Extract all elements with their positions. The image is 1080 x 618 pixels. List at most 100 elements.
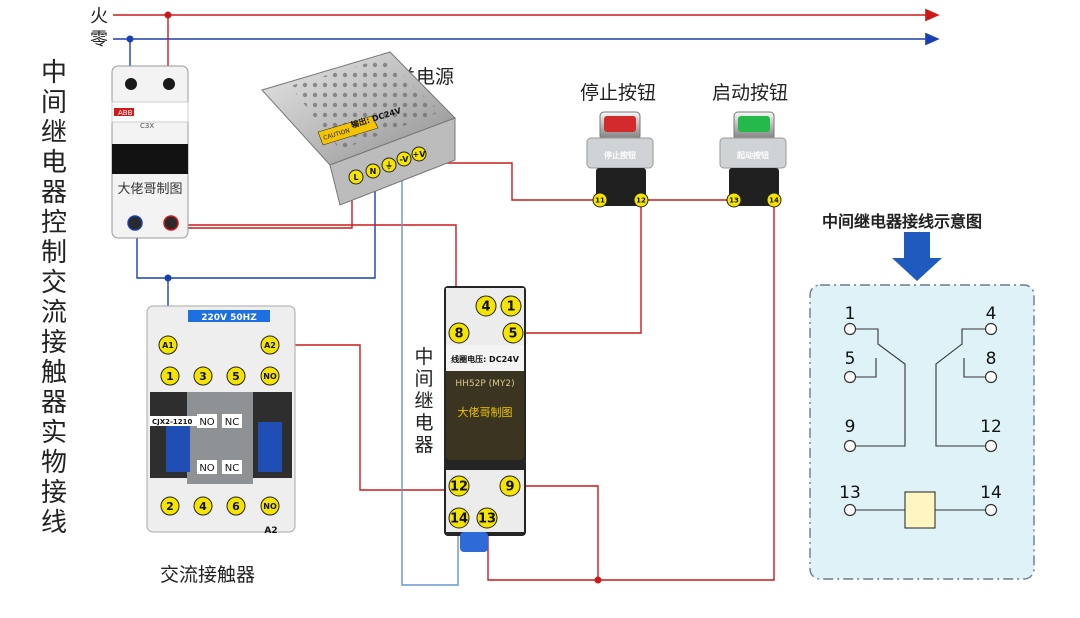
contactor-terminal-top-3-label: 3 [199,370,207,383]
relay-terminal-4-label: 4 [481,300,490,315]
relay-terminal-9: 9 [499,475,521,497]
contactor-terminal-bottom-1-label: 2 [166,500,174,513]
contactor-terminal-bottom-1-marker [160,496,180,516]
button-terminal-12: 12 [633,192,649,208]
psu-terminal-3: ⏚ [381,157,397,173]
relay-terminal-5-label: 5 [508,327,517,342]
relay-terminal-1-marker [500,295,522,317]
schematic-pin-14-circle [984,503,998,517]
relay-terminal-9-label: 9 [505,480,514,495]
wire-a2-to-relay-12 [282,344,452,491]
schematic-wire-left [850,328,906,447]
psu-terminal-2-label: N [370,167,377,176]
contactor-terminal-bottom-2: 4 [193,496,213,516]
relay-terminal-5: 5 [502,322,524,344]
button-terminal-11-label: 11 [595,197,605,205]
button-terminal-12-label: 12 [636,197,646,205]
psu-terminal-3-label: ⏚ [385,161,393,170]
relay-terminal-13-label: 13 [478,512,496,527]
relay-terminal-1: 1 [500,295,522,317]
contactor-terminal-top-3-marker [193,366,213,386]
relay-terminal-14: 14 [448,507,470,529]
breaker-brand: ABB [118,109,133,117]
contactor-rating: 220V 50HZ [201,313,257,323]
schematic-pin-13-circle [843,503,857,517]
schematic-wire-right [935,328,987,447]
relay-terminal-4-marker [475,295,497,317]
schematic-pin-14-label: 14 [980,483,1002,503]
contactor-terminal-top-4: 5 [226,366,246,386]
contactor-terminal-top-5-marker [260,366,280,386]
contactor-model: CJX2-1210 [152,418,193,426]
contactor-terminal-top-5-label: NO [263,372,277,381]
breaker-model: C3X [140,122,154,130]
relay-terminal-8-marker [448,322,470,344]
contactor-terminal-top-5: NO [260,366,280,386]
relay-model: HH52P (MY2) [455,379,514,389]
schematic-wire-8 [963,358,990,378]
psu-terminal-4-marker [396,151,412,167]
contactor-terminal-top-2: 1 [160,366,180,386]
circuit-breaker: ABB C3X 大佬哥制图 [111,65,189,239]
breaker-top-screw-l [163,78,175,90]
schematic-pin-9-circle [843,439,857,453]
contactor-terminal-top-6: A2 [260,335,280,355]
contactor-terminal-top-6-marker [260,335,280,355]
schematic-coil [904,491,936,529]
button-terminal-13: 13 [726,192,742,208]
relay-terminal-14-marker [448,507,470,529]
wire-live-to-psu [168,172,353,229]
wire-psu-neg-to-relay-14 [401,165,459,586]
breaker-top-screw-n [125,78,137,90]
wires [129,15,775,586]
contactor-aux-nc: NC [225,417,239,428]
schematic-pin-4-circle [984,322,998,336]
wire-stop-to-relay-5 [520,200,642,334]
schematic-pin-1: 1 [843,304,857,336]
schematic-pin-9-label: 9 [845,417,856,437]
relay-terminal-12-marker [448,475,470,497]
contactor-terminal-bottom-3-marker [226,496,246,516]
contactor-terminal-top-1: A1 [158,335,178,355]
contactor-terminal-top-2-label: 1 [166,370,174,383]
psu-terminal-1-marker [348,169,364,185]
schematic-pin-5-label: 5 [845,349,856,369]
contactor-terminal-top-1-label: A1 [162,341,174,350]
contactor-terminal-bottom-4: NO [260,496,280,516]
wire-relay-9 [520,485,599,580]
schematic-pin-12-label: 12 [980,417,1002,437]
bottom-junction [594,576,602,584]
schematic-pin-13: 13 [839,483,861,517]
power-supply: CAUTION 输出: DC24V LN⏚-V+V [261,51,456,206]
relay-terminal-8: 8 [448,322,470,344]
psu-terminal-2: N [365,163,381,179]
contactor-terminal-top-4-label: 5 [232,370,240,383]
schematic-wire-5 [850,358,877,378]
down-arrow-icon [892,232,942,281]
start-button[interactable]: 起动按钮 [719,111,787,206]
schematic-pin-8-circle [984,370,998,384]
contactor-terminal-bottom-3: 6 [226,496,246,516]
contactor-terminal-bottom-4-marker [260,496,280,516]
button-terminal-14-marker [766,192,782,208]
relay-terminal-13: 13 [476,507,498,529]
button-terminal-11: 11 [592,192,608,208]
contactor-terminal-top-1-marker [158,335,178,355]
relay-coil-voltage: 线圈电压: DC24V [451,354,520,364]
schematic-pin-1-circle [843,322,857,336]
schematic-pin-4: 4 [984,304,998,336]
stop-button[interactable]: 停止按钮 [586,111,654,206]
schematic-pin-13-label: 13 [839,483,861,503]
contactor-aux-no: NO [199,417,214,428]
schematic-pin-8-label: 8 [986,349,997,369]
relay-terminal-4: 4 [475,295,497,317]
start-button-label: 启动按钮 [712,82,789,104]
relay-terminal-9-marker [499,475,521,497]
relay-terminal-14-label: 14 [450,512,468,527]
wire-psu-to-stop [430,162,594,201]
